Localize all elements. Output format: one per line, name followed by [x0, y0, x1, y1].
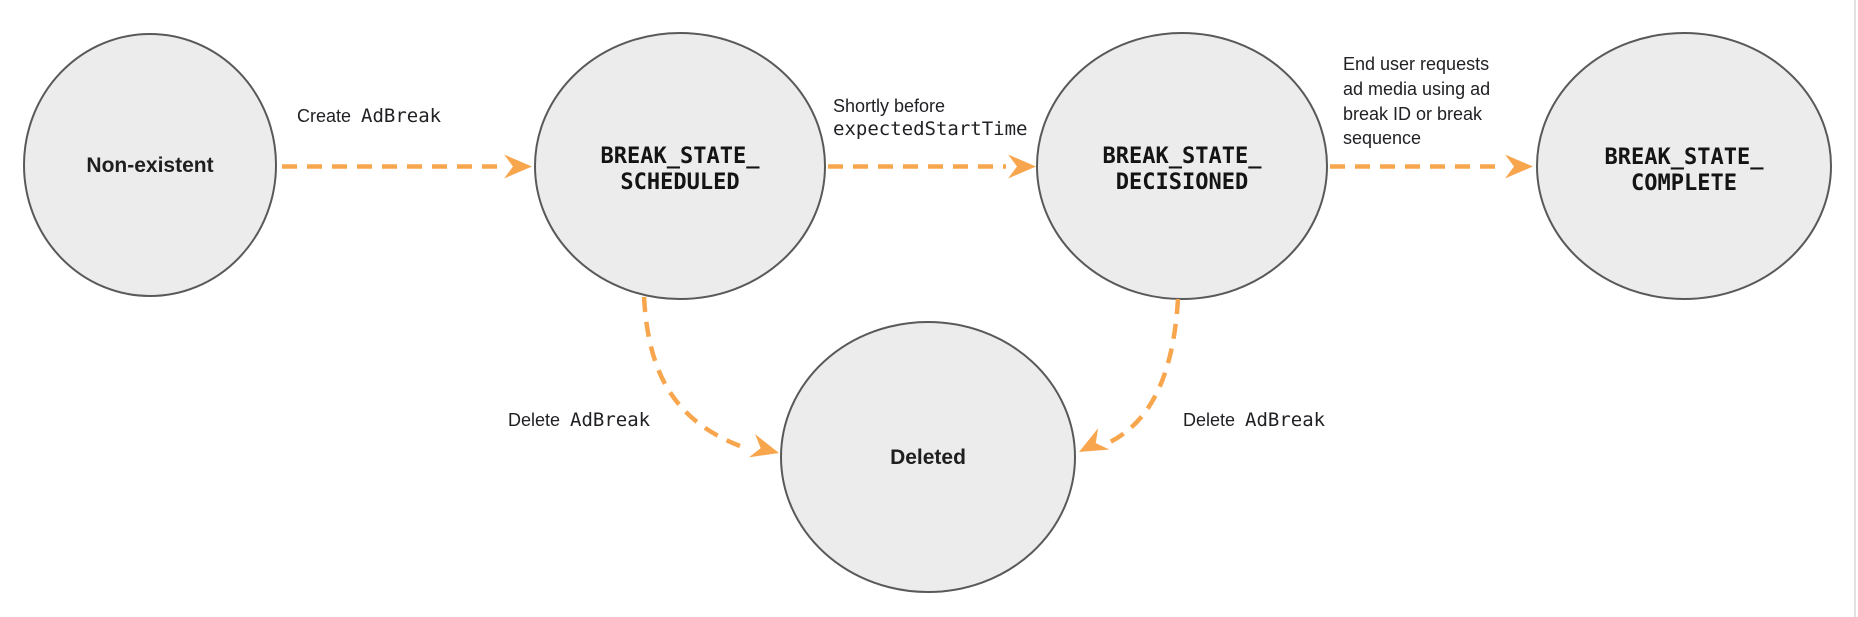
- edge-shortly-before: Shortly before expectedStartTime: [828, 96, 1036, 179]
- node-break-state-scheduled: BREAK_STATE_ SCHEDULED: [534, 32, 826, 300]
- node-break-state-decisioned-label-line1: BREAK_STATE_: [1103, 144, 1263, 169]
- edge-create-adbreak-label-code: AdBreak: [361, 105, 442, 127]
- edge-shortly-before-label-line2: expectedStartTime: [833, 118, 1027, 140]
- node-break-state-scheduled-label-line2: SCHEDULED: [620, 170, 739, 195]
- arrowhead-icon: [1505, 154, 1533, 179]
- edge-end-user-requests: End user requests ad media using ad brea…: [1330, 54, 1533, 179]
- node-non-existent: Non-existent: [23, 33, 277, 297]
- node-deleted-label: Deleted: [890, 446, 966, 469]
- edge-end-user-requests-label-line4: sequence: [1343, 128, 1421, 148]
- edge-create-adbreak-label-plain: Create: [297, 106, 351, 126]
- edge-end-user-requests-label-line3: break ID or break: [1343, 104, 1483, 124]
- edge-delete-adbreak-right-label: Delete AdBreak: [1183, 409, 1326, 431]
- edge-delete-adbreak-right-curve: [1107, 298, 1181, 446]
- arrowhead-icon: [1008, 154, 1036, 179]
- edge-delete-adbreak-left-curve: [641, 296, 741, 449]
- node-break-state-decisioned-label-line2: DECISIONED: [1116, 170, 1248, 195]
- edge-shortly-before-label-line1: Shortly before: [833, 96, 945, 116]
- node-non-existent-circle: [23, 33, 277, 297]
- edge-delete-adbreak-right-label-code: AdBreak: [1245, 409, 1326, 431]
- edge-delete-adbreak-right: Delete AdBreak: [1079, 298, 1326, 452]
- node-break-state-complete-label-line2: COMPLETE: [1631, 171, 1737, 196]
- node-deleted-circle: [780, 321, 1076, 593]
- node-break-state-complete: BREAK_STATE_ COMPLETE: [1536, 32, 1832, 300]
- node-deleted: Deleted: [780, 321, 1076, 593]
- edge-delete-adbreak-left-label-code: AdBreak: [570, 409, 651, 431]
- arrowhead-icon: [504, 154, 532, 179]
- edge-delete-adbreak-left: Delete AdBreak: [508, 296, 779, 458]
- arrowhead-icon: [1079, 428, 1110, 452]
- node-non-existent-label: Non-existent: [86, 154, 213, 177]
- node-break-state-decisioned-circle: [1036, 32, 1328, 300]
- node-break-state-decisioned: BREAK_STATE_ DECISIONED: [1036, 32, 1328, 300]
- node-break-state-complete-label-line1: BREAK_STATE_: [1605, 145, 1765, 170]
- edge-create-adbreak-label: Create AdBreak: [297, 105, 442, 127]
- edge-delete-adbreak-right-label-plain: Delete: [1183, 410, 1235, 430]
- edge-end-user-requests-label-line1: End user requests: [1343, 54, 1489, 74]
- edge-end-user-requests-label-line2: ad media using ad: [1343, 79, 1490, 99]
- arrowhead-icon: [748, 434, 779, 458]
- edge-delete-adbreak-left-label-plain: Delete: [508, 410, 560, 430]
- edge-delete-adbreak-left-label: Delete AdBreak: [508, 409, 651, 431]
- node-break-state-complete-circle: [1536, 32, 1832, 300]
- node-break-state-scheduled-circle: [534, 32, 826, 300]
- node-break-state-scheduled-label-line1: BREAK_STATE_: [601, 144, 761, 169]
- edge-create-adbreak: Create AdBreak: [282, 105, 532, 179]
